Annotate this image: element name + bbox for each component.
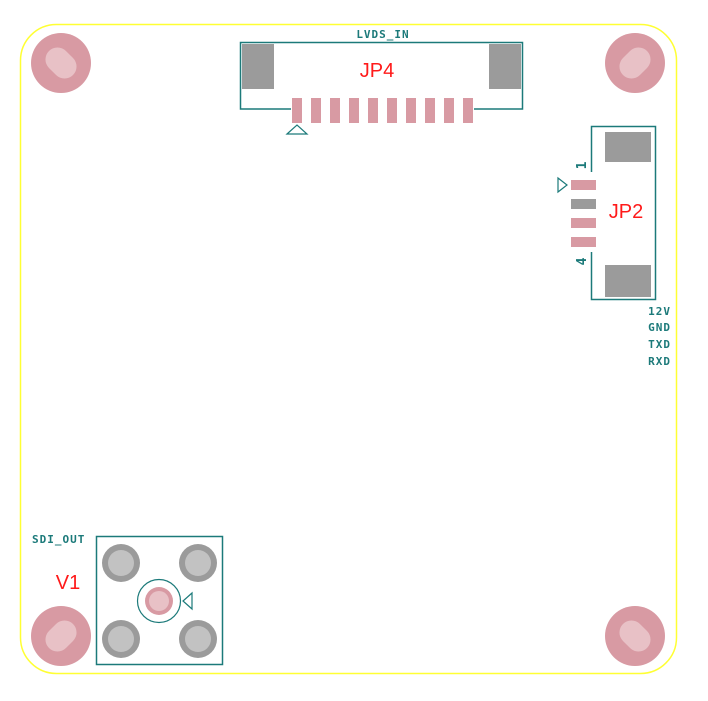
jp4-pads [292, 98, 473, 123]
v1-pin1-triangle-icon [182, 591, 193, 611]
v1-ground-pad-bottom-left [102, 620, 140, 658]
jp4-pad-2 [311, 98, 321, 123]
jp2-pin-name-txd: TXD [648, 338, 671, 351]
jp4-pad-3 [330, 98, 340, 123]
jp4-pad-8 [425, 98, 435, 123]
v1-refdes: V1 [56, 572, 80, 594]
mounting-hole-bottom-left[interactable] [31, 606, 91, 666]
v1-outline [95, 535, 224, 666]
mounting-hole-top-left[interactable] [31, 33, 91, 93]
jp2-pin1-triangle-icon [557, 176, 568, 194]
jp2-pin1-label: 1 [575, 161, 590, 170]
v1-label: SDI_OUT [32, 533, 85, 546]
jp4-connector[interactable]: LVDS_IN JP4 [239, 28, 524, 135]
v1-connector[interactable]: SDI_OUT V1 [32, 533, 224, 666]
jp2-pin-name-gnd: GND [648, 321, 671, 334]
mounting-hole-top-right[interactable] [605, 33, 665, 93]
jp2-mount-pad-bottom [605, 265, 651, 297]
jp4-label: LVDS_IN [356, 28, 409, 41]
jp2-connector[interactable]: 1 4 JP2 12V GND TXD RXD [557, 125, 671, 369]
jp2-pin-2 [571, 199, 596, 209]
jp2-mount-pad-top [605, 132, 651, 162]
jp2-outline [590, 125, 657, 301]
jp4-mount-pad-left [242, 44, 274, 89]
jp4-pad-9 [444, 98, 454, 123]
jp2-pin-3 [571, 218, 596, 228]
v1-ground-pad-bottom-right [179, 620, 217, 658]
jp4-pad-10 [463, 98, 473, 123]
jp4-mount-pad-right [489, 44, 521, 89]
jp4-refdes: JP4 [360, 60, 394, 82]
v1-ground-pad-top-left [102, 544, 140, 582]
jp4-pad-1 [292, 98, 302, 123]
jp4-pin1-triangle-icon [285, 124, 309, 135]
jp4-outline [239, 41, 524, 110]
jp2-refdes: JP2 [609, 201, 643, 223]
jp4-pad-7 [406, 98, 416, 123]
jp4-pad-5 [368, 98, 378, 123]
jp2-pin4-label: 4 [575, 257, 590, 266]
v1-ground-pad-top-right [179, 544, 217, 582]
mounting-hole-bottom-right[interactable] [605, 606, 665, 666]
v1-signal-pad [145, 587, 173, 615]
jp2-pin-name-12v: 12V [648, 305, 671, 318]
v1-signal-ring [136, 578, 182, 624]
board-outline [19, 23, 678, 675]
jp2-pin-name-rxd: RXD [648, 355, 671, 368]
jp4-pad-6 [387, 98, 397, 123]
jp2-pin-4 [571, 237, 596, 247]
jp2-pin-1 [571, 180, 596, 190]
jp4-pad-4 [349, 98, 359, 123]
